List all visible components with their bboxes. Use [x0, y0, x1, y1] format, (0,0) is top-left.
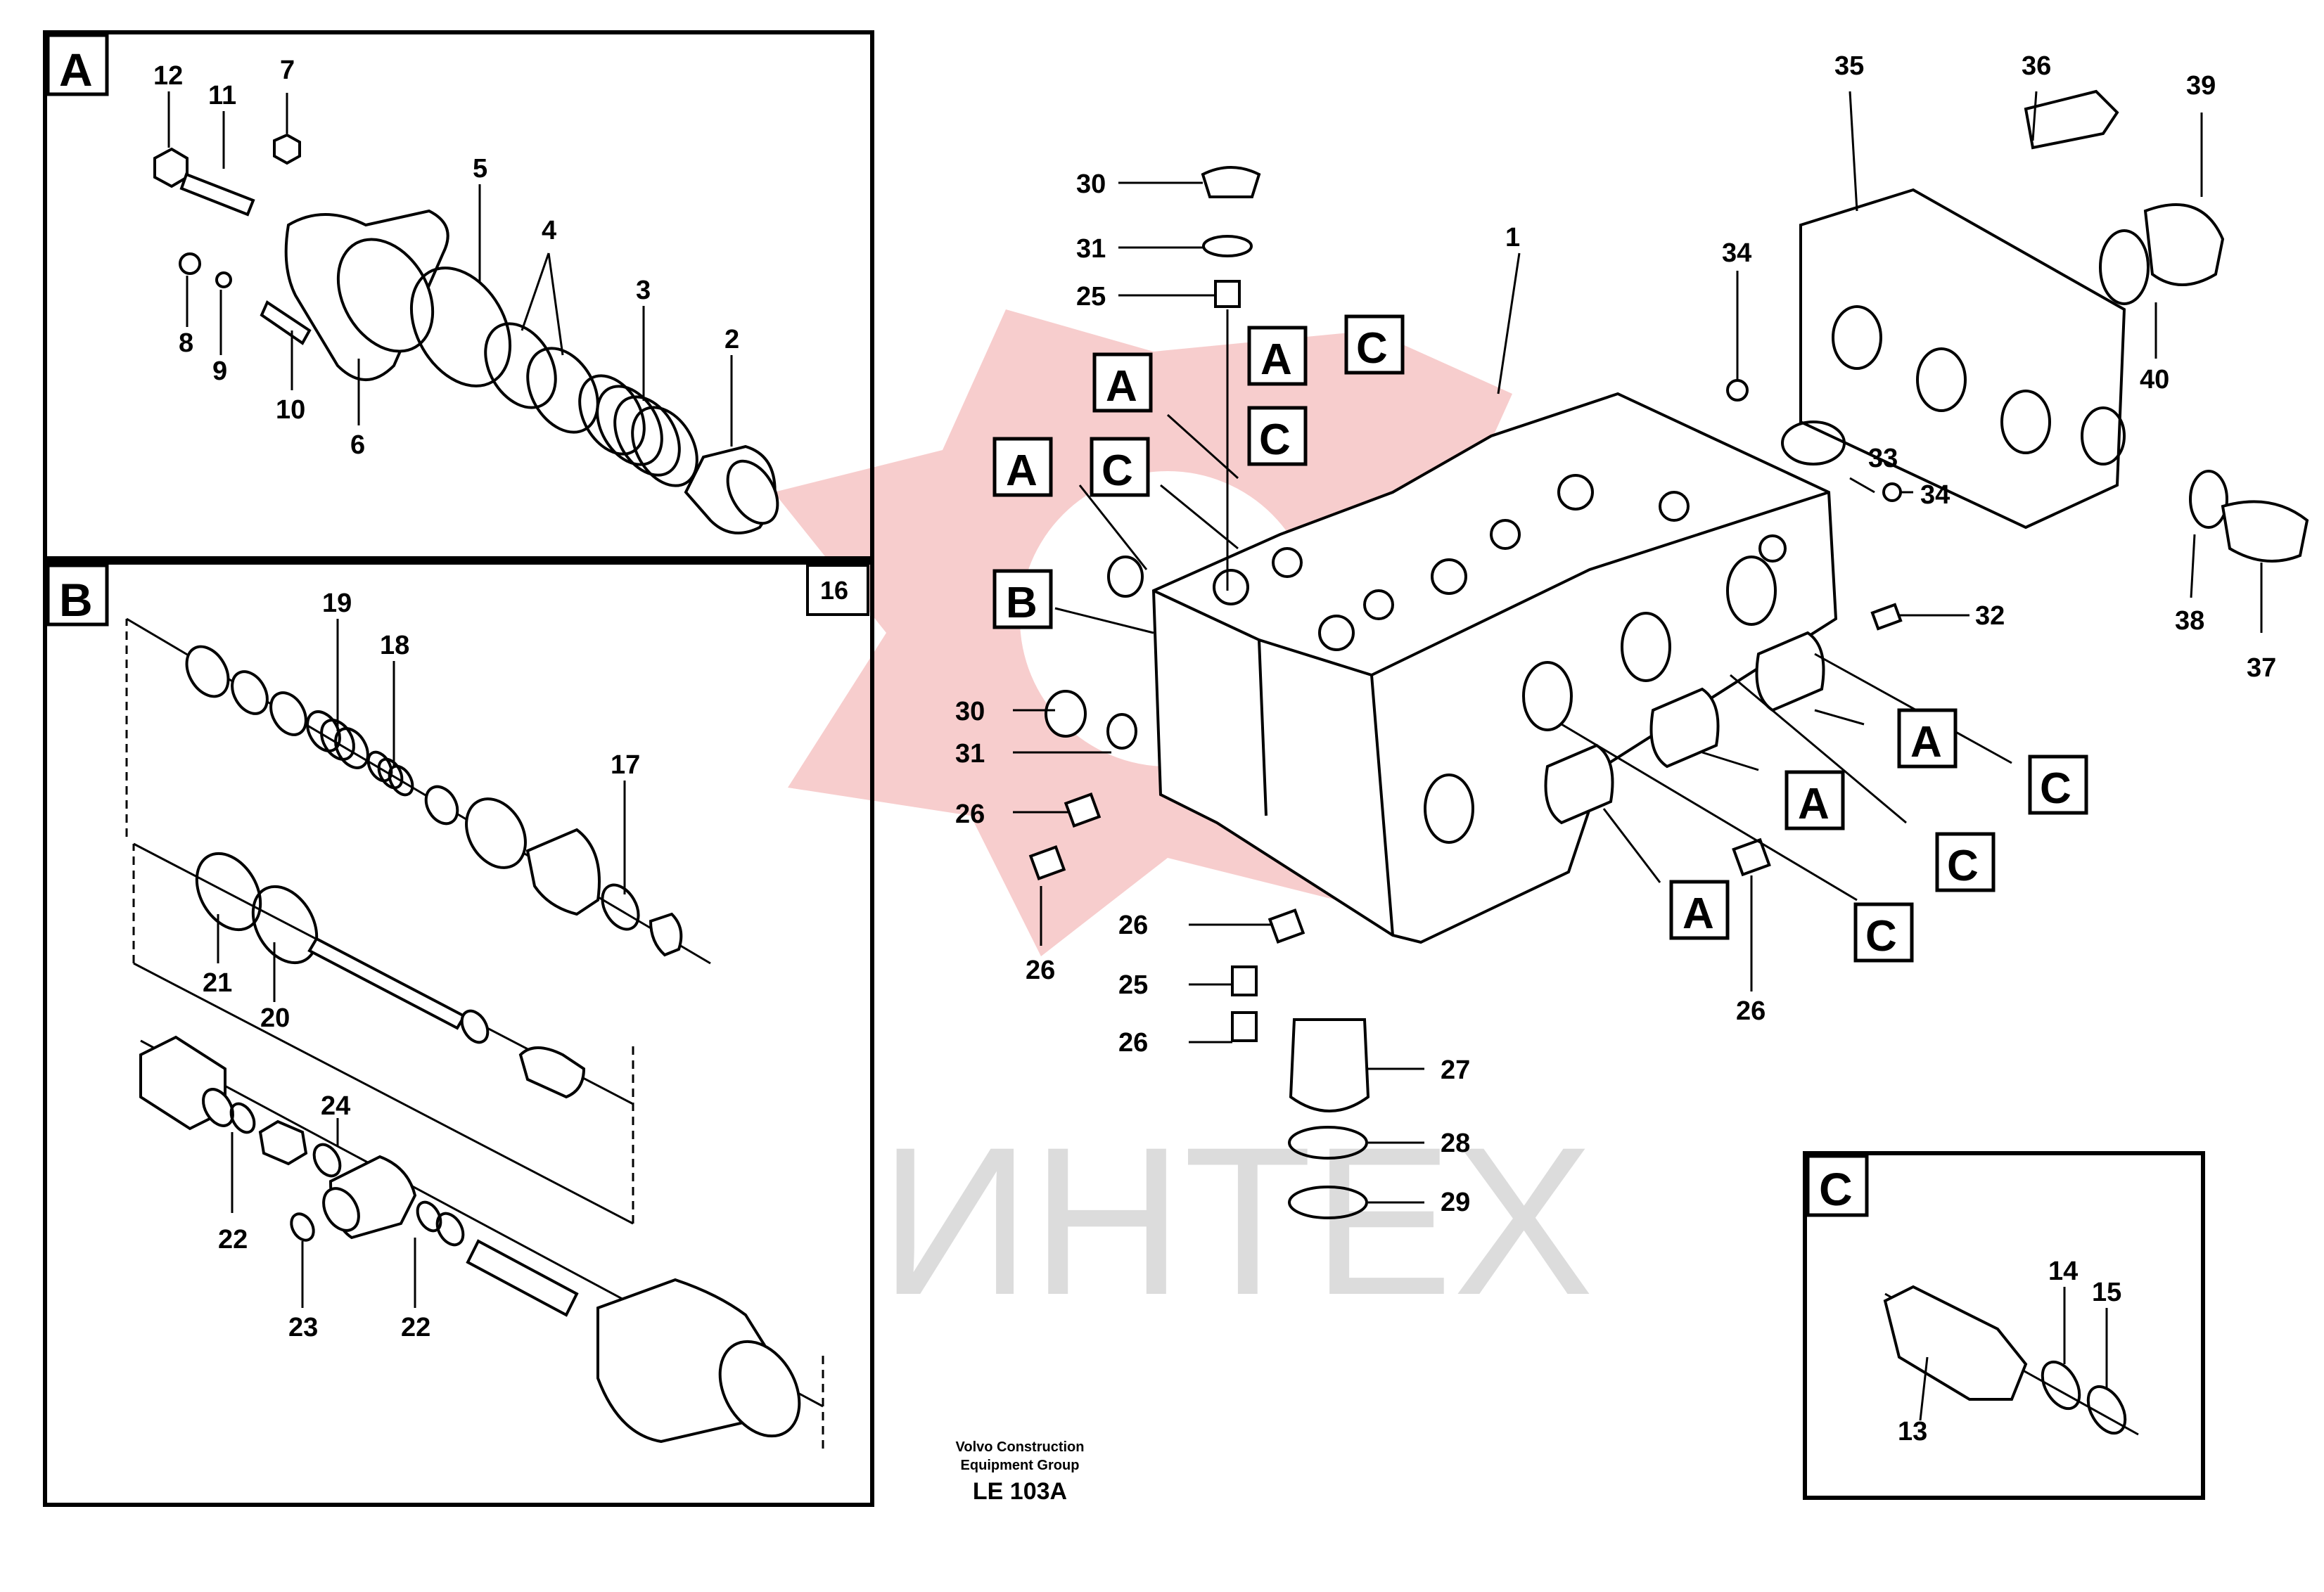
- callout-26d: 26: [1118, 1028, 1148, 1058]
- panel-c-leaders: [1919, 1287, 2108, 1421]
- tag-c2: C: [1259, 416, 1291, 464]
- page-ref: 16: [820, 576, 848, 605]
- callout-35: 35: [1834, 51, 1864, 81]
- callout-6: 6: [350, 430, 365, 460]
- panel-c-parts: [1883, 1285, 2139, 1436]
- callout-26b: 26: [1026, 956, 1055, 985]
- panel-a-tag: A: [59, 44, 93, 96]
- footer-code: LE 103A: [973, 1478, 1067, 1505]
- watermark-text: ИНТЕХ: [879, 1103, 1594, 1339]
- callout-26e: 26: [1736, 996, 1766, 1026]
- callout-37: 37: [2247, 653, 2276, 683]
- callout-12: 12: [153, 61, 183, 91]
- panel-a-parts: [153, 133, 779, 534]
- callout-18: 18: [380, 631, 409, 660]
- panel-b-tag-box: [46, 563, 109, 627]
- tag-c4: C: [2040, 764, 2071, 813]
- callout-17: 17: [611, 750, 640, 780]
- spring-19: [306, 710, 369, 769]
- panel-a-leaders: [167, 91, 733, 447]
- tag-b: B: [1006, 579, 1038, 627]
- callout-30a: 30: [1076, 169, 1106, 199]
- tag-c5: C: [1947, 842, 1979, 890]
- panel-c-frame: [1803, 1151, 2205, 1500]
- spring-3: [578, 374, 698, 487]
- callout-20: 20: [260, 1003, 290, 1033]
- callout-25b: 25: [1118, 970, 1148, 1000]
- tag-a5: A: [1798, 780, 1830, 828]
- callout-34b: 34: [1920, 480, 1950, 510]
- panel-a-frame: [43, 30, 874, 560]
- callout-26a: 26: [955, 800, 985, 829]
- callout-13: 13: [1898, 1417, 1927, 1446]
- panel-c-tag-box: [1806, 1154, 1869, 1217]
- callout-31a: 31: [1076, 234, 1106, 264]
- callout-25a: 25: [1076, 282, 1106, 312]
- callout-2: 2: [724, 325, 739, 354]
- tag-a1: A: [1106, 362, 1137, 411]
- callout-3: 3: [636, 276, 651, 305]
- panel-b-leaders: [217, 619, 626, 1308]
- tag-c3: C: [1102, 447, 1133, 495]
- callout-30b: 30: [955, 697, 985, 726]
- callout-38: 38: [2175, 606, 2204, 636]
- callout-22b: 22: [401, 1313, 430, 1342]
- callout-9: 9: [212, 357, 227, 386]
- callout-7: 7: [280, 56, 295, 85]
- callout-39: 39: [2186, 71, 2216, 101]
- callout-4: 4: [542, 216, 556, 245]
- panel-c: C 14 15 13: [1803, 1151, 2205, 1500]
- tag-a4: A: [1910, 718, 1942, 766]
- panel-b-tag: B: [59, 574, 93, 626]
- callout-24: 24: [321, 1091, 350, 1121]
- callout-21: 21: [203, 968, 232, 998]
- footer-line2: Equipment Group: [961, 1458, 1080, 1473]
- callout-33: 33: [1868, 444, 1898, 473]
- port-valves: [1544, 631, 1825, 825]
- panel-a: A: [43, 30, 874, 560]
- footer: Volvo Construction Equipment Group LE 10…: [956, 1439, 1085, 1505]
- callout-11: 11: [208, 81, 236, 110]
- footer-line1: Volvo Construction: [956, 1439, 1085, 1455]
- valve-body: [1151, 392, 1838, 944]
- callout-26c: 26: [1118, 911, 1148, 940]
- callout-27: 27: [1441, 1055, 1470, 1085]
- tag-a2: A: [1260, 335, 1292, 384]
- panel-c-tag: C: [1819, 1163, 1853, 1215]
- cover-plate: [1799, 188, 2126, 529]
- panel-b-frame: [43, 560, 874, 1507]
- callout-28: 28: [1441, 1129, 1470, 1158]
- panel-b: B 16: [43, 560, 874, 1507]
- tag-c6: C: [1865, 912, 1897, 961]
- section-tags: A C A C A C B A A A C C C: [992, 314, 2088, 963]
- callout-15: 15: [2092, 1278, 2121, 1307]
- page-ref-box: [806, 564, 869, 616]
- callout-23: 23: [288, 1313, 318, 1342]
- panel-a-tag-box: [46, 33, 109, 96]
- tag-c1: C: [1356, 324, 1388, 373]
- tag-a3: A: [1006, 447, 1038, 495]
- callout-29: 29: [1441, 1188, 1470, 1217]
- callout-14: 14: [2048, 1257, 2078, 1286]
- callout-34a: 34: [1722, 238, 1751, 268]
- panel-b-parts: [125, 617, 824, 1449]
- callout-10: 10: [276, 395, 305, 425]
- callout-22a: 22: [218, 1225, 248, 1254]
- callout-1: 1: [1505, 223, 1520, 252]
- callout-36: 36: [2022, 51, 2051, 81]
- main-assembly: 30 31 25 1 35 36 39 34 40 33 34 38 37 32…: [955, 51, 2309, 1219]
- main-small-parts: [1028, 89, 2309, 1219]
- callout-19: 19: [322, 589, 352, 618]
- callout-40: 40: [2140, 365, 2169, 394]
- tag-a6: A: [1683, 890, 1714, 938]
- callout-31b: 31: [955, 739, 985, 769]
- callout-5: 5: [473, 154, 487, 184]
- callout-32: 32: [1975, 601, 2005, 631]
- callout-8: 8: [179, 328, 193, 358]
- spring-18: [366, 750, 414, 797]
